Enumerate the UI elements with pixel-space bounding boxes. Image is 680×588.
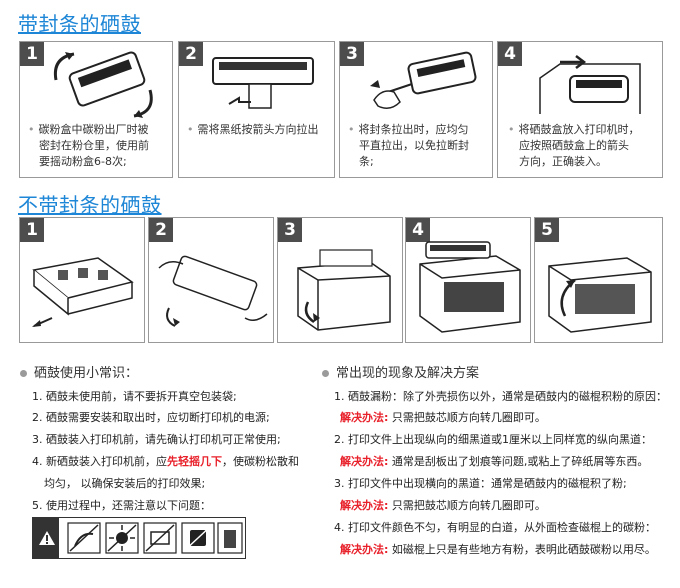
open-printer-cover-illustration [297, 249, 391, 331]
pull-seal-strip-illustration [370, 51, 477, 109]
sealed-step-4: 4 •将硒鼓盒放入打印机时， 应按照硒鼓盒上的箭头 方向，正确装入。 [497, 41, 663, 178]
faq-problem-2: 2. 打印文件上出现纵向的细黑道或1厘米以上同样宽的纵向黑道： [334, 433, 652, 446]
shake-cartridge-hands-illustration [158, 255, 268, 327]
sealed-step-3: 3 •将封条拉出时，应均匀 平直拉出，以免拉断封 条; [339, 41, 493, 178]
unsealed-step-5: 5 [534, 217, 663, 343]
no-sunlight-icon [105, 522, 139, 554]
faq-problem-1: 1. 硒鼓漏粉：除了外壳损伤以外，通常是硒鼓内的磁棍积粉的原因： [334, 390, 667, 403]
step-number: 3 [340, 42, 364, 66]
tip-item-5: 5. 使用过程中，还需注意以下问题： [32, 499, 211, 512]
insert-cartridge-illustration [539, 55, 641, 114]
tips-heading: 硒鼓使用小常识： [20, 362, 138, 381]
faq-solution-4: 解决办法: 如磁棍上只是有些地方有粉，表明此硒鼓碳粉以用尽。 [340, 543, 656, 556]
unsealed-step-3: 3 [277, 217, 403, 343]
faq-solution-2: 解决办法: 通常是刮板出了划痕等问题,或粘上了碎纸屑等东西。 [340, 455, 649, 468]
tip-item-4-continued: 均匀， 以确保安装后的打印效果; [44, 477, 206, 490]
sealed-step-2: 2 •需将黑纸按箭头方向拉出 [178, 41, 335, 178]
unsealed-step-2: 2 [148, 217, 274, 343]
shake-cartridge-illustration [53, 51, 153, 118]
tip-item-3: 3. 硒鼓装入打印机前，请先确认打印机可正常使用; [32, 433, 281, 446]
bullet-dot-icon [322, 370, 329, 377]
step-number: 4 [498, 42, 522, 66]
tip-item-2: 2. 硒鼓需要安装和取出时，应切断打印机的电源; [32, 411, 270, 424]
pull-black-paper-illustration [212, 57, 314, 109]
warning-icon-strip [32, 517, 246, 559]
bullet-dot-icon [20, 370, 27, 377]
tip-item-4: 4. 新硒鼓装入打印机前，应先轻摇几下，使碳粉松散和 [32, 455, 299, 468]
sealed-step-1: 1 •碳粉盒中碳粉出厂时被 密封在粉仓里，使用前 要摇动粉盒6-8次; [19, 41, 173, 178]
close-printer-cover-illustration [548, 257, 652, 333]
step-number: 2 [149, 218, 173, 242]
step-number: 5 [535, 218, 559, 242]
step-number: 3 [278, 218, 302, 242]
faq-solution-1: 解决办法: 只需把鼓芯顺方向转几圈即可。 [340, 411, 546, 424]
insert-cartridge-printer-illustration [419, 241, 521, 333]
step-number: 2 [179, 42, 203, 66]
faq-heading: 常出现的现象及解决方案 [322, 362, 479, 381]
unsealed-step-1: 1 [19, 217, 145, 343]
step-number: 4 [406, 218, 430, 242]
faq-problem-4: 4. 打印文件颜色不匀，有明显的白道，从外面检查磁棍上的碳粉： [334, 521, 656, 534]
step-number: 1 [20, 42, 44, 66]
tip-item-1: 1. 硒鼓未使用前，请不要拆开真空包装袋; [32, 390, 237, 403]
step-number: 1 [20, 218, 44, 242]
sealed-step-3-caption: •将封条拉出时，应均匀 平直拉出，以免拉断封 条; [348, 123, 469, 168]
sealed-step-1-caption: •碳粉盒中碳粉出厂时被 密封在粉仓里，使用前 要摇动粉盒6-8次; [28, 123, 149, 168]
unsealed-section-title: 不带封条的硒鼓 [18, 193, 162, 217]
faq-problem-3: 3. 打印文件中出现横向的黑道：通常是硒鼓内的磁棍积了粉; [334, 477, 627, 490]
no-open-drum-shutter-icon [143, 522, 177, 554]
unsealed-step-4: 4 [405, 217, 531, 343]
sealed-step-2-caption: •需将黑纸按箭头方向拉出 [187, 123, 319, 136]
warning-triangle-icon [39, 531, 55, 545]
sealed-section-title: 带封条的硒鼓 [18, 12, 141, 36]
no-shaking-sideways-icon [181, 522, 215, 554]
faq-solution-3: 解决办法: 只需把鼓芯顺方向转几圈即可。 [340, 499, 546, 512]
upright-storage-icon [217, 522, 243, 554]
unpack-cartridge-illustration [32, 257, 134, 327]
sealed-step-4-caption: •将硒鼓盒放入打印机时， 应按照硒鼓盒上的箭头 方向，正确装入。 [508, 123, 640, 168]
no-touch-drum-icon [67, 522, 101, 554]
